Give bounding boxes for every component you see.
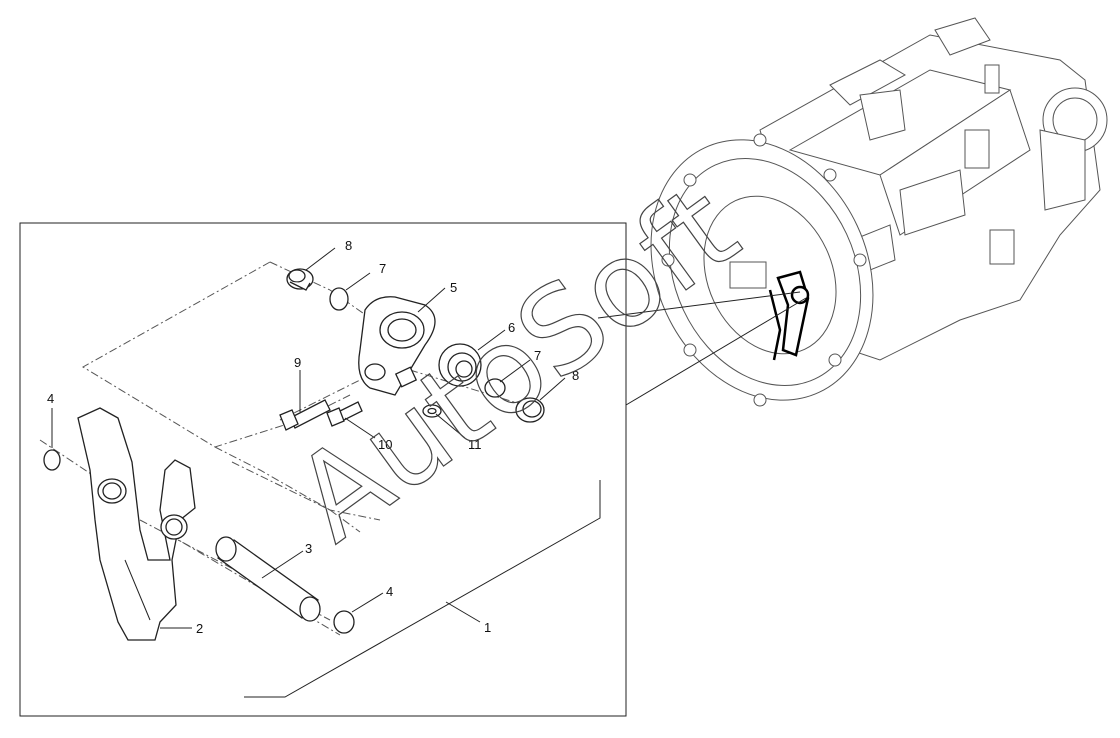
callout-4-bottom: 4 (386, 584, 393, 599)
transmission-housing (650, 17, 1108, 407)
leader-lines (51, 247, 601, 698)
callout-10: 10 (378, 437, 392, 452)
snap-ring-7-top (329, 287, 349, 311)
circlip-4-bottom (333, 610, 355, 634)
callout-8-right: 8 (572, 368, 579, 383)
bolt-10 (326, 401, 363, 427)
callout-5: 5 (450, 280, 457, 295)
plug-8-right (515, 397, 545, 423)
bearing-6 (438, 343, 482, 387)
shift-fork-2 (77, 407, 196, 641)
shaft-3 (215, 536, 321, 622)
plug-8-top (286, 268, 314, 291)
callout-2: 2 (196, 621, 203, 636)
snap-ring-7-right (484, 378, 506, 398)
circlip-4-left (43, 449, 61, 471)
callout-1: 1 (484, 620, 491, 635)
detail-frame (19, 222, 627, 717)
bracket-5 (358, 296, 436, 396)
callout-labels: 8 7 5 6 7 8 9 10 11 4 2 3 4 1 (47, 238, 579, 636)
watermark: AutoSoft (270, 158, 761, 568)
callout-3: 3 (305, 541, 312, 556)
callout-6: 6 (508, 320, 515, 335)
bolt-9 (279, 399, 331, 431)
callout-4-left: 4 (47, 391, 54, 406)
callout-11: 11 (468, 437, 482, 452)
callout-8-top: 8 (345, 238, 352, 253)
callout-7-right: 7 (534, 348, 541, 363)
callout-7-top: 7 (379, 261, 386, 276)
callout-9: 9 (294, 355, 301, 370)
